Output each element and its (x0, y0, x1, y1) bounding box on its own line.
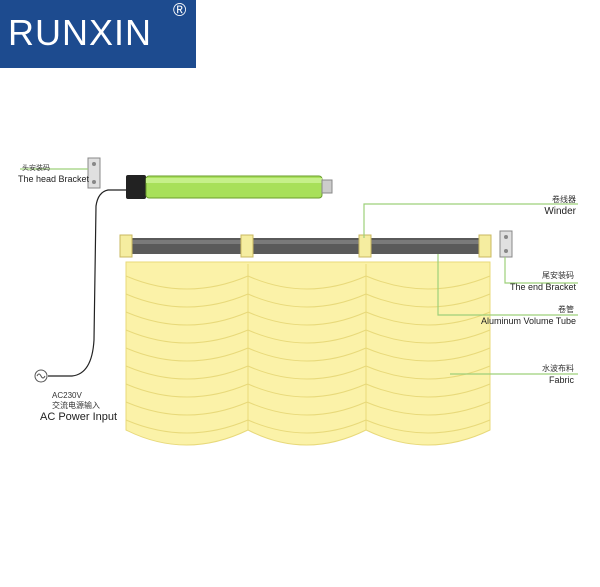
fabric-fold-line (125, 329, 249, 344)
leader-tube (437, 254, 578, 316)
tube-coupler (240, 234, 254, 258)
winder-en-label: Winder (544, 206, 576, 217)
winder-cn-label: 卷线器 (552, 194, 576, 204)
power-en-label: AC Power Input (40, 411, 117, 423)
fabric-fold-line (125, 383, 249, 398)
fabric-fold-line (365, 347, 491, 362)
fabric-fold-line (125, 347, 249, 362)
aluminum-volume-tube (119, 234, 492, 258)
head-bracket-cn-label: 头安装码 (22, 163, 50, 172)
power-cable (48, 189, 126, 377)
tube-cn-label: 卷管 (558, 304, 574, 314)
fabric-fold-line (365, 383, 491, 398)
leader-end-bracket (504, 257, 578, 284)
fabric-fold-line (365, 401, 491, 416)
fabric-fold-line (365, 365, 491, 380)
fabric-fold-line (247, 365, 367, 380)
head-bracket-en-label: The head Bracket (18, 174, 90, 184)
ac-wave-icon (36, 373, 46, 379)
head-bracket (87, 157, 101, 189)
tube-en-label: Aluminum Volume Tube (481, 316, 576, 326)
fabric-fold-line (125, 401, 249, 416)
fabric-fold-line (247, 401, 367, 416)
fabric-panel (125, 261, 491, 446)
fabric-fold-line (247, 275, 367, 290)
fabric-en-label: Fabric (549, 375, 575, 385)
brand-logo: RUNXIN ® (0, 0, 196, 68)
end-bracket-en-label: The end Bracket (510, 282, 577, 292)
tubular-motor (126, 175, 333, 199)
fabric-fold-line (247, 293, 367, 308)
end-bracket (499, 230, 513, 258)
fabric-fold-line (247, 419, 367, 434)
brand-name: RUNXIN (8, 12, 153, 53)
end-bracket-cn-label: 尾安装码 (542, 270, 574, 280)
power-voltage-label: AC230V (52, 391, 82, 400)
leader-winder (363, 203, 578, 238)
fabric-fold-line (365, 419, 491, 434)
fabric-fold-line (125, 275, 249, 290)
tube-end-cap (119, 234, 133, 258)
power-cn-label: 交流电源输入 (52, 400, 100, 410)
fabric-fold-line (247, 347, 367, 362)
fabric-folds (125, 275, 491, 434)
registered-mark: ® (173, 0, 187, 20)
leader-lines (20, 168, 578, 375)
fabric-fold-line (125, 365, 249, 380)
fabric-fold-line (247, 329, 367, 344)
tube-coupler (358, 234, 372, 258)
fabric-fold-line (125, 293, 249, 308)
fabric-fold-line (365, 275, 491, 290)
fabric-fold-line (125, 311, 249, 326)
fabric-fold-line (125, 419, 249, 434)
fabric-fold-line (247, 383, 367, 398)
fabric-fold-line (365, 293, 491, 308)
fabric-fold-line (365, 311, 491, 326)
fabric-cn-label: 水波布料 (542, 363, 574, 373)
fabric-fold-line (365, 329, 491, 344)
fabric-fold-line (247, 311, 367, 326)
tube-end-cap (478, 234, 492, 258)
